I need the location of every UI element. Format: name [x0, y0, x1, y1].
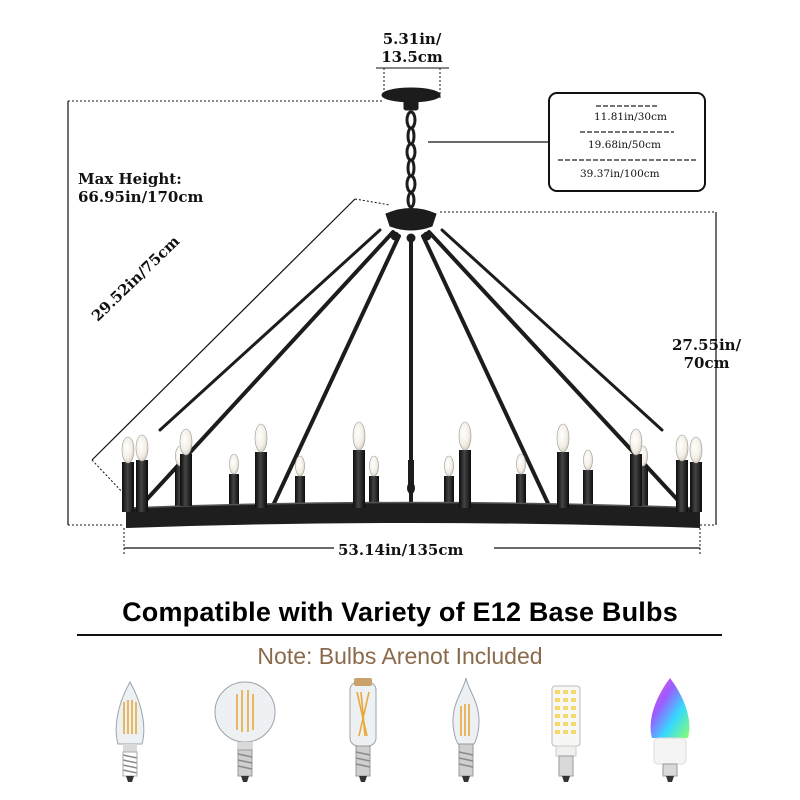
candle-filament-bulb-icon [115, 680, 145, 782]
chandelier-illustration [67, 67, 717, 556]
dimension-lines [67, 67, 717, 556]
diameter-label: 53.14in/135cm [334, 541, 468, 559]
chain-length-options: 11.81in/30cm 19.68in/50cm 39.37in/100cm [548, 92, 706, 192]
bulbs-not-included-note: Note: Bulbs Arenot Included [257, 643, 543, 669]
chain-label-50cm: 19.68in/50cm [588, 139, 661, 151]
rgb-smart-candle-bulb-icon [650, 678, 690, 782]
chain-label-100cm: 39.37in/100cm [580, 168, 660, 180]
canopy-width-label: 5.31in/ 13.5cm [381, 30, 443, 66]
chain-label-30cm: 11.81in/30cm [594, 111, 667, 123]
chain-icon [558, 105, 696, 161]
candles-back-row [175, 445, 648, 508]
compatible-bulbs-row [115, 677, 690, 782]
chandelier-ring [125, 501, 701, 528]
body-height-label: 27.55in/ 70cm [672, 336, 742, 372]
candles-front-row [121, 421, 703, 512]
compatibility-headline: Compatible with Variety of E12 Base Bulb… [122, 597, 678, 627]
tubular-filament-bulb-icon [349, 678, 377, 782]
max-height-label: Max Height: 66.95in/170cm [78, 170, 204, 206]
canopy-and-chain [381, 87, 441, 243]
flame-tip-filament-bulb-icon [452, 677, 480, 782]
globe-filament-bulb-icon [214, 681, 276, 782]
center-drop [407, 460, 415, 494]
led-corn-bulb-icon [551, 685, 581, 782]
headline-divider [77, 634, 722, 636]
